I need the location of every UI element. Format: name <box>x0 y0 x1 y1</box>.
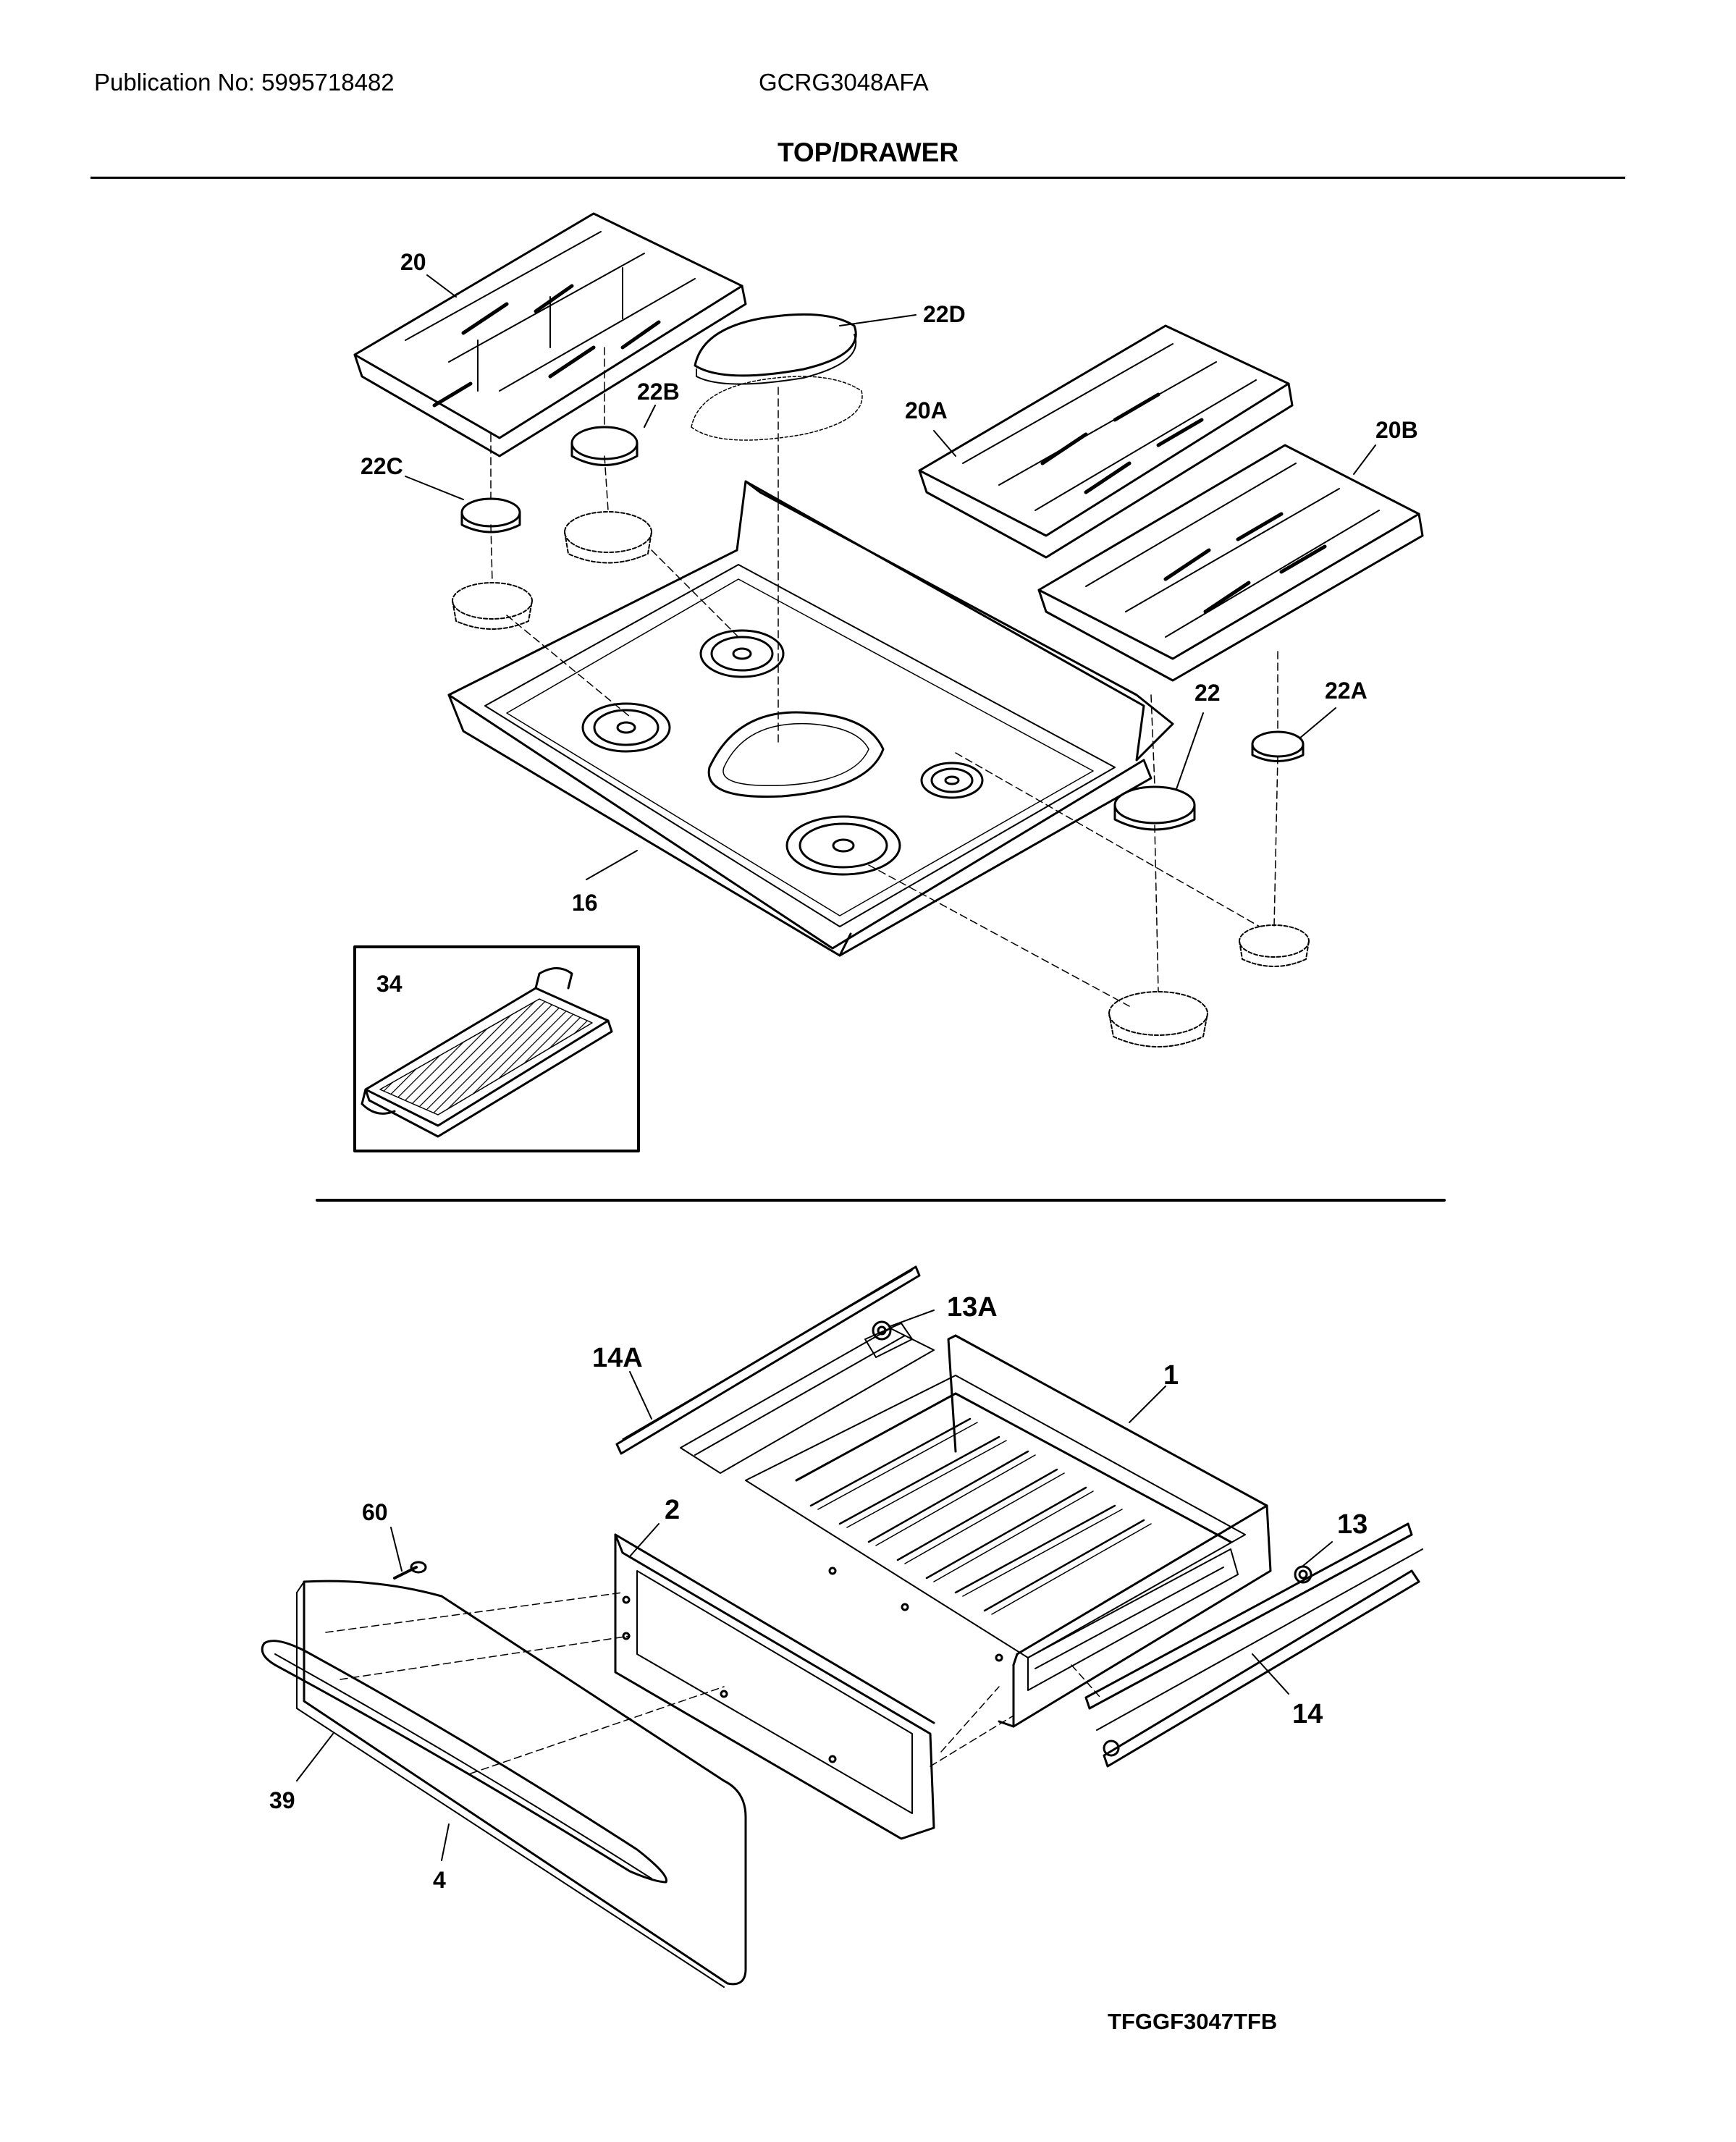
drawer-slide-14a <box>615 1265 921 1455</box>
header-divider <box>90 177 1625 179</box>
alignment-lines <box>490 347 1278 1007</box>
callout-4: 4 <box>433 1867 446 1893</box>
screw-60 <box>393 1561 427 1580</box>
publication-number: Publication No: 5995718482 <box>94 69 395 96</box>
diagram-code: TFGGF3047TFB <box>1108 2009 1278 2034</box>
burner-cap-22 <box>1113 785 1196 831</box>
callout-60: 60 <box>362 1499 388 1525</box>
callout-1: 1 <box>1163 1360 1179 1391</box>
drawer-slide-13a <box>680 1320 935 1474</box>
callout-22a: 22A <box>1325 678 1368 704</box>
callout-13a: 13A <box>947 1292 998 1323</box>
drawer-body <box>745 1334 1272 1728</box>
burner-heads <box>452 511 1310 1047</box>
grate-20b <box>1037 444 1424 682</box>
section-title: TOP/DRAWER <box>777 138 959 167</box>
callout-22b: 22B <box>637 379 680 405</box>
oval-burner-cap-22d <box>691 313 863 441</box>
grate-20 <box>353 212 747 458</box>
grate-20a <box>918 324 1294 559</box>
callout-20a: 20A <box>905 397 948 423</box>
callout-13: 13 <box>1337 1509 1368 1540</box>
drawer-outer-front <box>296 1580 747 1988</box>
callout-20b: 20B <box>1375 417 1418 443</box>
drawer-alignment-lines <box>325 1592 1101 1774</box>
drawer-handle-39 <box>261 1640 667 1884</box>
callout-22c: 22C <box>361 453 403 479</box>
drawer-slide-14 <box>1084 1522 1423 1768</box>
callout-39: 39 <box>269 1787 295 1813</box>
griddle-box <box>353 945 640 1152</box>
leader-lines <box>296 274 1376 1861</box>
callout-22: 22 <box>1194 680 1221 706</box>
drawer-front-panel <box>614 1533 935 1840</box>
cooktop <box>447 480 1174 957</box>
griddle-34 <box>361 967 613 1138</box>
callout-14a: 14A <box>592 1343 643 1373</box>
callout-16: 16 <box>572 890 598 916</box>
callout-20: 20 <box>400 249 426 275</box>
callout-34: 34 <box>376 971 403 997</box>
callout-14: 14 <box>1292 1699 1323 1729</box>
callout-22d: 22D <box>923 301 966 327</box>
callout-2: 2 <box>665 1495 680 1525</box>
model-number: GCRG3048AFA <box>759 69 929 96</box>
